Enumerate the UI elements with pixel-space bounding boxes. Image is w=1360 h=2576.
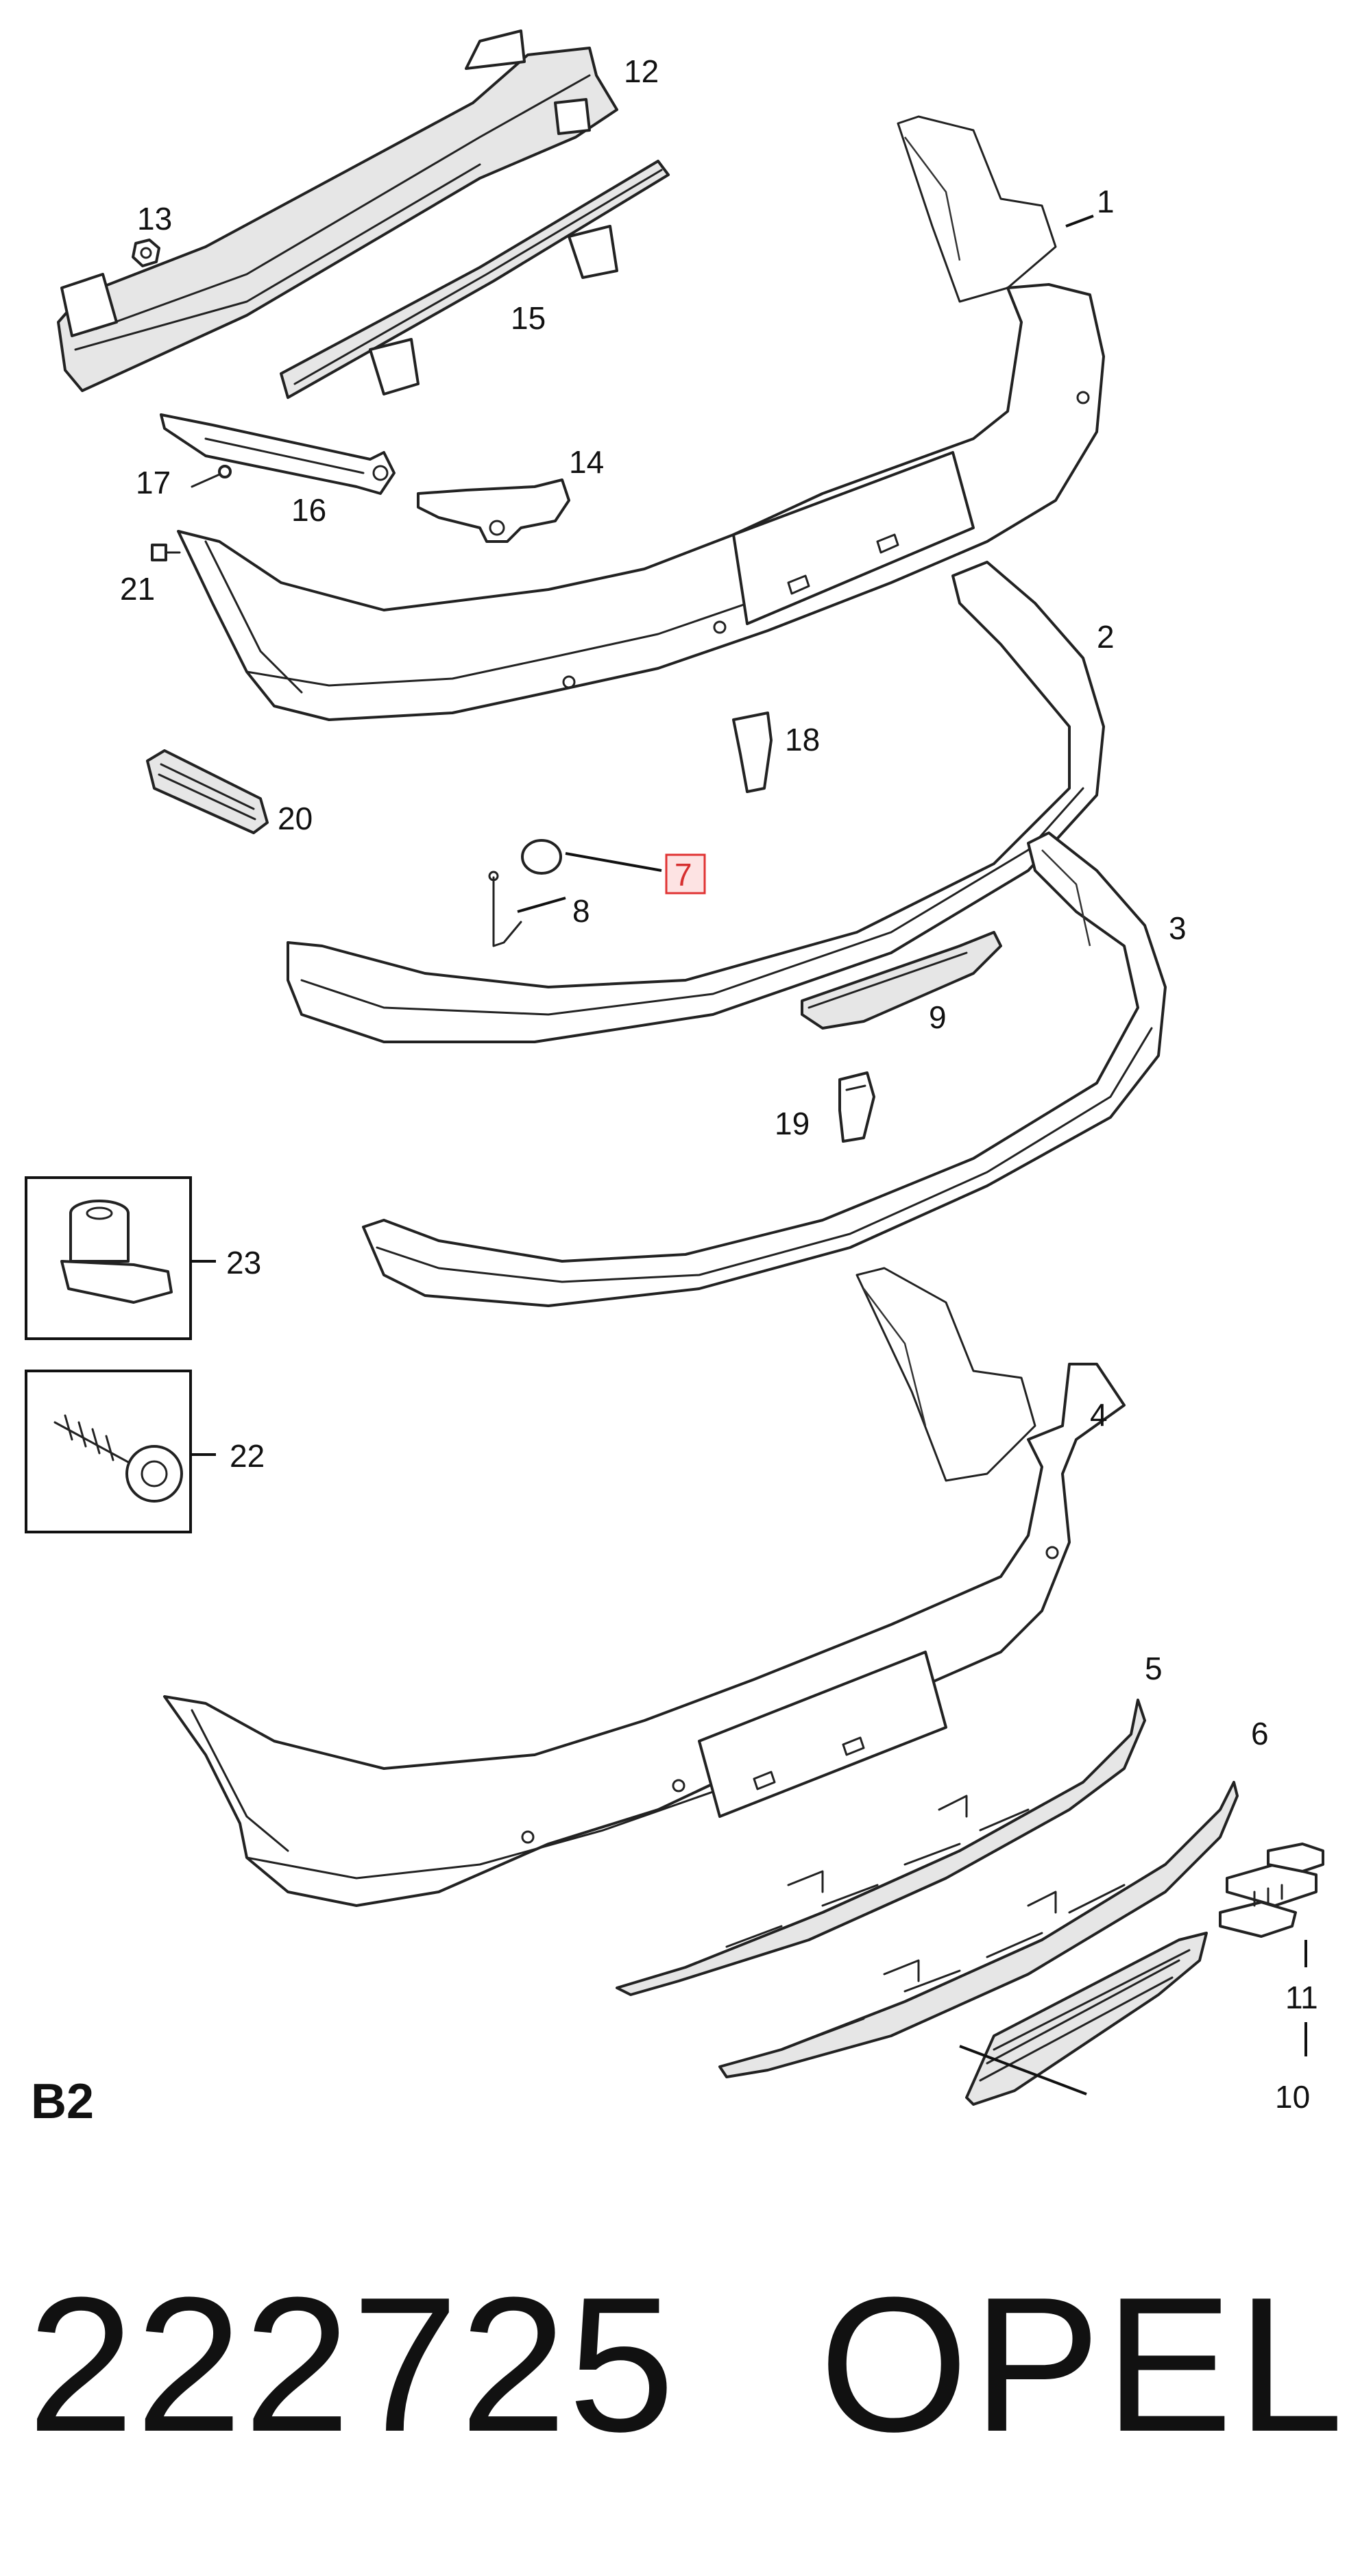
part-1-bumper-cover	[177, 115, 1105, 721]
inset-23-clip-nut	[25, 1176, 216, 1340]
callout-8: 8	[572, 893, 590, 929]
callout-labels: 1 2 3 4 5 6 7 8 9 10 11 12 13 14 15 16 1…	[120, 53, 1318, 2115]
part-9-absorber	[801, 931, 1002, 1030]
part-12-reinforcement-bar	[57, 29, 618, 392]
callout-6: 6	[1251, 1716, 1269, 1751]
callout-23: 23	[226, 1245, 261, 1280]
part-18-clip	[732, 712, 773, 793]
callout-2: 2	[1097, 619, 1115, 655]
part-14-right-bracket	[417, 478, 570, 543]
part-3-lower-spoiler	[362, 831, 1167, 1307]
callout-13: 13	[137, 201, 172, 236]
leader-lines	[517, 215, 1307, 2095]
callout-20: 20	[278, 801, 313, 836]
callout-4: 4	[1090, 1397, 1108, 1433]
part-21-screw	[151, 544, 181, 561]
callout-1: 1	[1097, 184, 1115, 219]
callout-9: 9	[929, 999, 947, 1035]
callout-18: 18	[785, 722, 820, 757]
brand-name: OPEL	[819, 2258, 1348, 2472]
callout-7: 7	[675, 857, 692, 892]
callout-5: 5	[1145, 1651, 1163, 1686]
part-16-left-bracket	[160, 413, 396, 495]
part-20-reflector	[146, 749, 269, 834]
part-5-lower-molding	[616, 1699, 1146, 1996]
callout-19: 19	[775, 1106, 810, 1141]
callout-15: 15	[511, 300, 546, 336]
callout-3: 3	[1169, 910, 1187, 946]
part-2-lower-trim	[287, 561, 1105, 1043]
part-19-clip	[838, 1071, 875, 1143]
callout-21: 21	[120, 571, 155, 607]
part-10-grille-insert	[965, 1932, 1208, 2106]
part-4-complete-bumper	[163, 1267, 1126, 1907]
callout-7-highlight	[665, 853, 706, 895]
callout-17: 17	[136, 465, 171, 500]
part-8-hook	[488, 871, 522, 947]
part-6-lower-molding	[718, 1781, 1239, 2078]
part-number: 222725	[27, 2258, 677, 2472]
part-7-cap	[521, 839, 562, 875]
diagram-group-code: B2	[31, 2074, 95, 2129]
callout-14: 14	[569, 444, 604, 480]
inset-22-screw	[25, 1370, 216, 1533]
callout-10: 10	[1275, 2079, 1310, 2115]
part-15-absorber-strip	[280, 160, 670, 399]
callout-22: 22	[230, 1438, 265, 1474]
part-17-pin	[191, 465, 232, 488]
callout-11: 11	[1285, 1980, 1318, 2015]
part-info-footer: 222725 OPEL	[27, 2258, 1344, 2475]
callout-12: 12	[624, 53, 659, 89]
callout-16: 16	[291, 492, 326, 528]
part-11-sensor	[1219, 1843, 1324, 1938]
part-13-nut	[132, 239, 160, 267]
